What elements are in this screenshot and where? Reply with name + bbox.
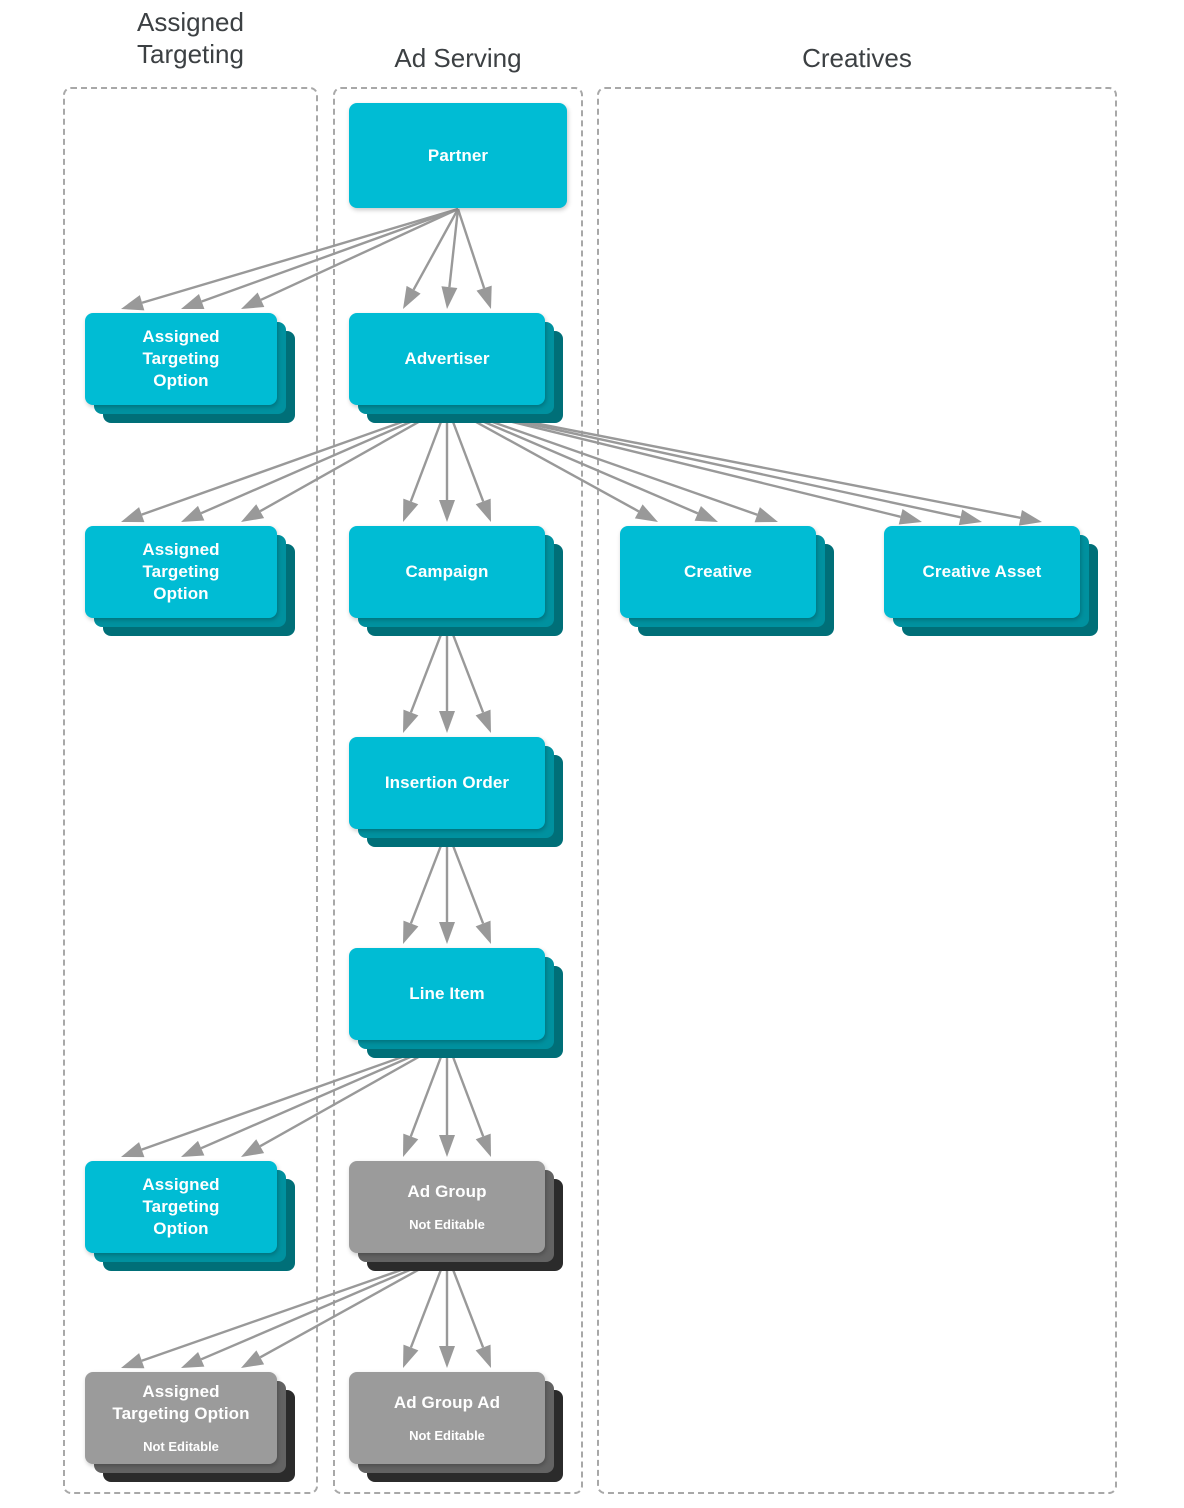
node-label: Assigned Targeting Option (142, 540, 220, 603)
node-card-front[interactable]: Line Item (349, 948, 545, 1040)
node-card-front[interactable]: Creative (620, 526, 816, 618)
node-sublabel-not-editable: Not Editable (143, 1439, 219, 1454)
node-label: Creative (684, 562, 752, 581)
node-label: Partner (427, 145, 489, 165)
node-creative-asset[interactable]: Creative Asset (884, 526, 1098, 636)
node-assigned-targeting-option-lineitem[interactable]: Assigned Targeting Option (85, 1161, 295, 1271)
node-label: Ad Group Ad (393, 1393, 501, 1412)
column-header-ad-serving: Ad Serving (394, 43, 522, 73)
node-advertiser[interactable]: Advertiser (349, 313, 563, 423)
column-header-assigned-targeting: Assigned Targeting (137, 7, 244, 69)
node-card-front[interactable]: Insertion Order (349, 737, 545, 829)
column-header-creatives: Creatives (802, 43, 912, 73)
node-campaign[interactable]: Campaign (349, 526, 563, 636)
node-card-front[interactable]: Ad Group Ad Not Editable (349, 1372, 545, 1464)
node-card-front[interactable]: Assigned Targeting Option (85, 313, 277, 405)
group-container-creatives (597, 87, 1117, 1494)
group-container-ad-serving (333, 87, 583, 1494)
node-sublabel-not-editable: Not Editable (409, 1428, 485, 1443)
node-sublabel-not-editable: Not Editable (409, 1217, 485, 1232)
node-card-front[interactable]: Advertiser (349, 313, 545, 405)
node-label: Insertion Order (384, 773, 510, 792)
node-ad-group-ad[interactable]: Ad Group Ad Not Editable (349, 1372, 563, 1482)
node-label: Assigned Targeting Option (142, 327, 220, 390)
node-assigned-targeting-option-partner[interactable]: Assigned Targeting Option (85, 313, 295, 423)
node-creative[interactable]: Creative (620, 526, 834, 636)
node-label: Creative Asset (922, 562, 1042, 581)
node-partner[interactable]: Partner (349, 103, 567, 208)
node-label: Assigned Targeting Option (112, 1382, 250, 1423)
node-line-item[interactable]: Line Item (349, 948, 563, 1058)
node-insertion-order[interactable]: Insertion Order (349, 737, 563, 847)
node-card-front[interactable]: Assigned Targeting Option (85, 1161, 277, 1253)
node-card-front[interactable]: Partner (349, 103, 567, 208)
group-container-assigned-targeting (63, 87, 318, 1494)
node-label: Advertiser (404, 349, 490, 368)
node-card-front[interactable]: Assigned Targeting Option (85, 526, 277, 618)
node-label: Campaign (405, 562, 489, 581)
node-card-front[interactable]: Campaign (349, 526, 545, 618)
node-label: Ad Group (407, 1182, 487, 1201)
node-card-front[interactable]: Creative Asset (884, 526, 1080, 618)
node-label: Assigned Targeting Option (142, 1175, 220, 1238)
node-label: Line Item (409, 984, 485, 1003)
node-assigned-targeting-option-advertiser[interactable]: Assigned Targeting Option (85, 526, 295, 636)
